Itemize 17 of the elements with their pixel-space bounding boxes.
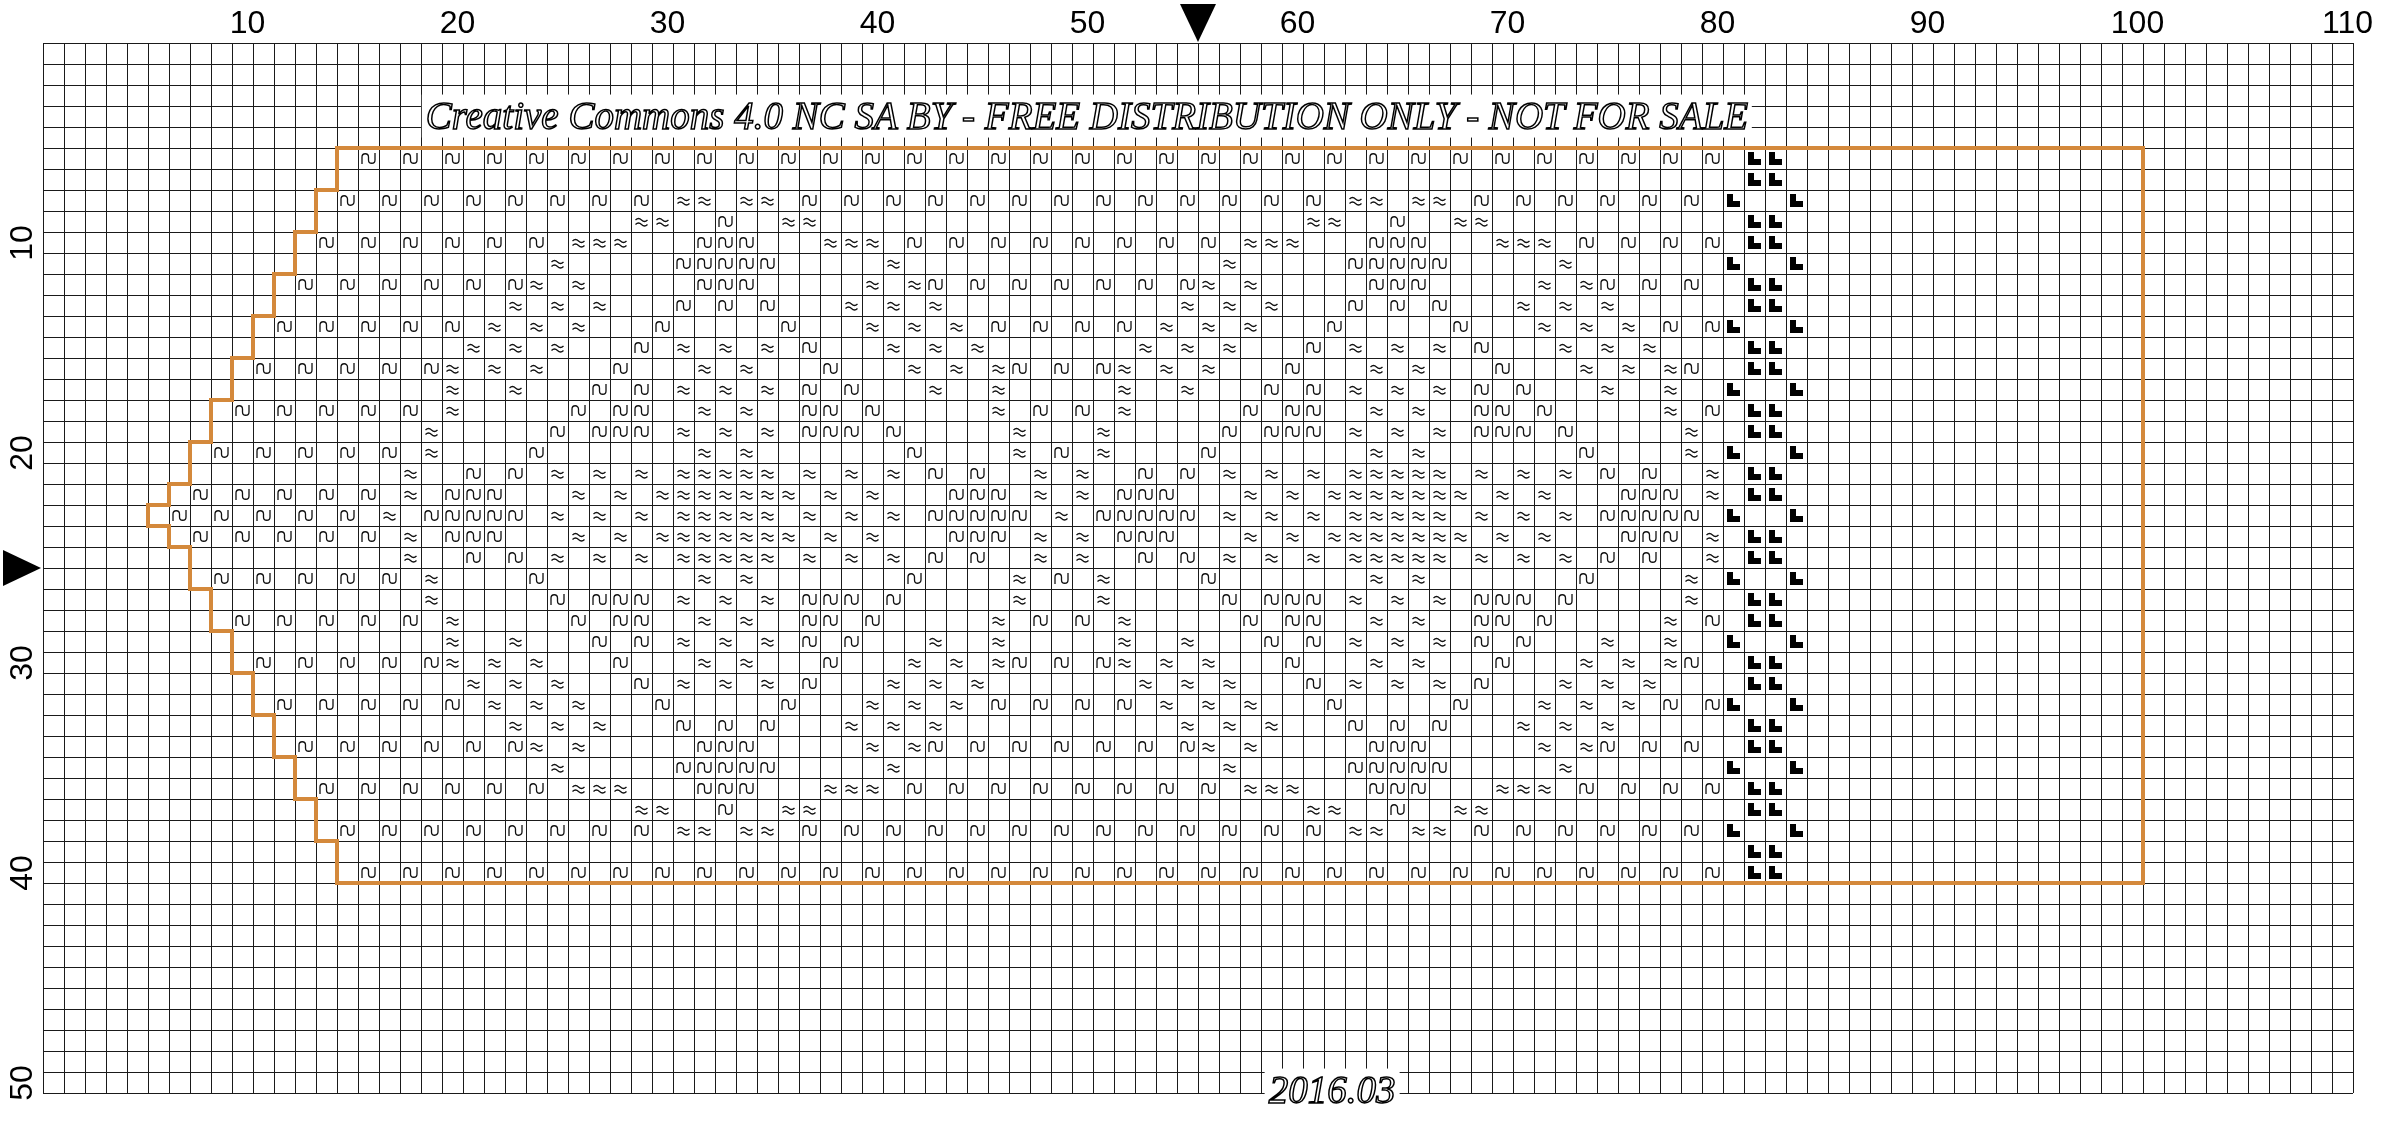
column-number: 70 — [1489, 6, 1526, 38]
column-number: 90 — [1909, 6, 1946, 38]
row-number: 10 — [5, 224, 37, 261]
row-number: 20 — [5, 434, 37, 471]
row-number: 50 — [5, 1064, 37, 1101]
row-number: 30 — [5, 644, 37, 681]
column-number: 10 — [229, 6, 266, 38]
column-number: 20 — [439, 6, 476, 38]
column-number: 50 — [1069, 6, 1106, 38]
column-number: 60 — [1279, 6, 1316, 38]
license-notice: Creative Commons 4.0 NC SA BY - FREE DISTRIBUTION ONLY - NOT FOR SALE — [421, 94, 1753, 138]
column-number: 30 — [649, 6, 686, 38]
column-number: 80 — [1699, 6, 1736, 38]
column-number: 40 — [859, 6, 896, 38]
column-number: 100 — [2110, 6, 2165, 38]
row-number: 40 — [5, 854, 37, 891]
column-number: 110 — [2322, 6, 2373, 38]
